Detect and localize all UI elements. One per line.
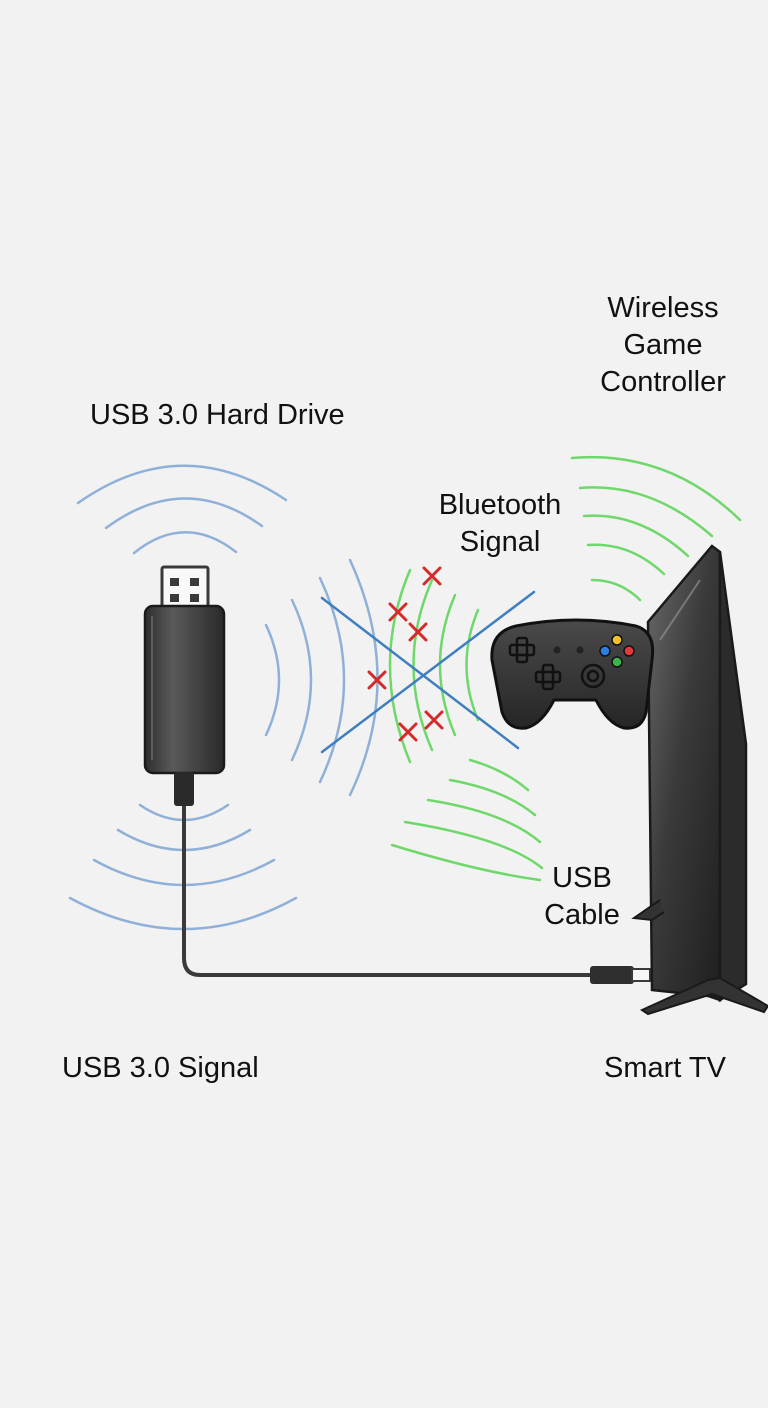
bluetooth-waves-top (570, 456, 742, 602)
usb-cable-label-line-2: Cable (544, 899, 620, 931)
usb-cable-label-line-1: USB (552, 862, 612, 894)
controller-label-line-2: Game (623, 329, 703, 361)
usb-hard-drive-label: USB 3.0 Hard Drive (90, 399, 345, 431)
game-controller-icon (490, 618, 655, 730)
interference-x-icon (367, 566, 444, 742)
usb-signal-waves-top (76, 464, 288, 555)
usb-cable-label: USB Cable (538, 860, 626, 934)
controller-label-line-1: Wireless (607, 292, 719, 324)
usb-signal-waves-right (264, 558, 379, 797)
bluetooth-waves-bottom (390, 758, 544, 882)
smart-tv-icon (631, 544, 768, 1016)
bluetooth-label-line-2: Signal (459, 526, 541, 558)
usb-drive-icon (143, 565, 226, 806)
controller-label-line-3: Controller (600, 366, 726, 398)
bluetooth-signal-label: Bluetooth Signal (428, 487, 572, 561)
usb-cable-icon (182, 778, 651, 984)
smart-tv-label: Smart TV (604, 1052, 726, 1084)
wireless-game-controller-label: Wireless Game Controller (590, 290, 736, 401)
bluetooth-label-line-1: Bluetooth (438, 489, 562, 521)
interference-lines (320, 590, 536, 754)
usb-signal-label: USB 3.0 Signal (62, 1052, 259, 1084)
